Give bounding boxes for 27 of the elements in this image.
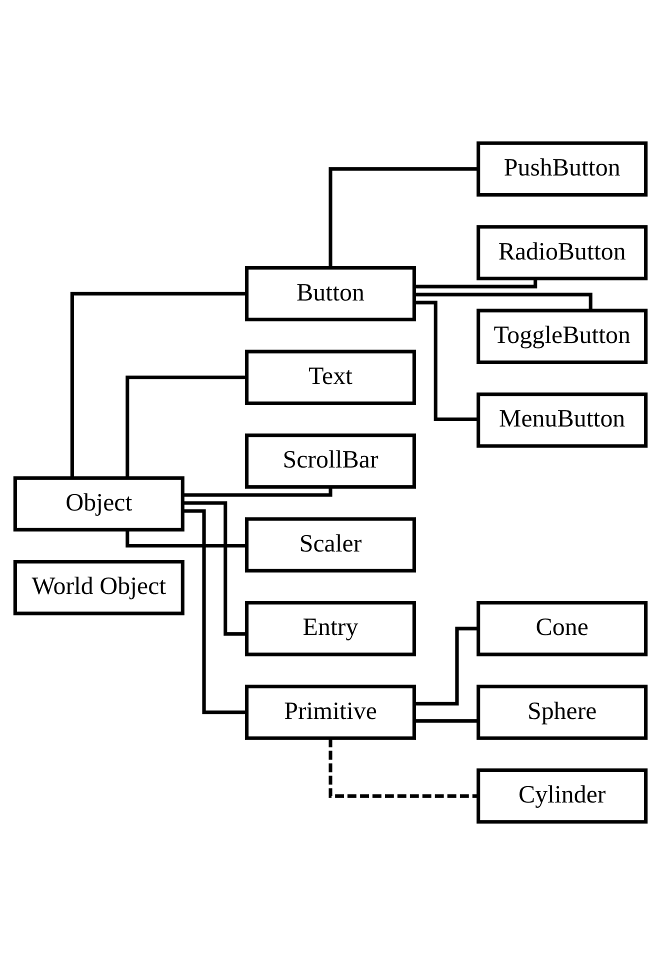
connector [414, 718, 478, 722]
node-box: Button [244, 266, 416, 321]
connector [414, 292, 592, 310]
connector [183, 486, 332, 496]
connector [126, 530, 247, 548]
node-box: Object [13, 476, 184, 531]
connector [183, 500, 247, 636]
connector [328, 738, 478, 798]
node-box: RadioButton [476, 224, 648, 280]
connector [182, 508, 246, 714]
node-box: PushButton [476, 140, 648, 196]
node-box: World Object [13, 560, 184, 615]
node-box: Sphere [476, 684, 648, 740]
connector [414, 278, 538, 288]
node-box: Primitive [244, 684, 416, 740]
node-box: Cylinder [476, 768, 648, 824]
connector [328, 166, 478, 268]
connector [414, 300, 478, 421]
connector [126, 375, 247, 478]
node-box: Text [244, 349, 416, 404]
node-box: ScrollBar [244, 433, 416, 488]
node-box: Scaler [244, 516, 416, 572]
node-box: MenuButton [476, 392, 648, 448]
connector [70, 291, 247, 477]
node-box: ToggleButton [476, 308, 648, 364]
node-box: Cone [476, 600, 648, 656]
node-box: Entry [244, 600, 416, 656]
